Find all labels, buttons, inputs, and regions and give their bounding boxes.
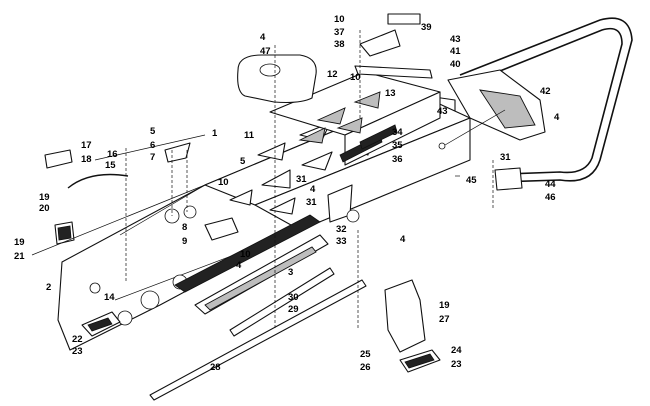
callout-10: 10	[218, 177, 229, 188]
center-brackets	[164, 142, 360, 241]
callout-4: 4	[310, 184, 316, 195]
callout-8: 8	[182, 222, 187, 233]
callout-39: 39	[421, 22, 432, 33]
callout-19: 19	[39, 192, 50, 203]
callout-5: 5	[150, 126, 156, 137]
callout-46: 46	[545, 192, 556, 203]
callout-18: 18	[81, 154, 92, 165]
callout-30: 30	[288, 292, 299, 303]
rear-bumper-loop	[459, 17, 633, 191]
callout-5: 5	[240, 156, 246, 167]
callout-23: 23	[451, 359, 462, 370]
callout-10: 10	[334, 14, 345, 25]
callout-14: 14	[104, 292, 115, 303]
callout-32: 32	[336, 224, 347, 235]
callout-11: 11	[244, 130, 255, 141]
callout-47: 47	[260, 46, 271, 57]
callout-7: 7	[150, 152, 155, 163]
callout-labels: 1 2 3 4 4 4 4 4 5 5 6 7 8 9 10 10 10 10 …	[14, 14, 560, 373]
callout-26: 26	[360, 362, 371, 373]
callout-42: 42	[540, 86, 551, 97]
callout-24: 24	[451, 345, 462, 356]
callout-23: 23	[72, 346, 83, 357]
callout-29: 29	[288, 304, 299, 315]
callout-22: 22	[72, 334, 83, 345]
callout-13: 13	[385, 88, 396, 99]
slide-rails	[149, 214, 367, 401]
left-footrest	[81, 311, 121, 337]
callout-6: 6	[150, 140, 155, 151]
callout-19: 19	[439, 300, 450, 311]
callout-4: 4	[260, 32, 266, 43]
callout-31: 31	[306, 197, 317, 208]
callout-31: 31	[296, 174, 307, 185]
callout-43: 43	[450, 34, 461, 45]
callout-21: 21	[14, 251, 25, 262]
callout-10: 10	[350, 72, 361, 83]
callout-36: 36	[392, 154, 403, 165]
right-footrest	[384, 279, 441, 373]
left-bracket-handle	[44, 149, 129, 245]
callout-2: 2	[46, 282, 51, 293]
callout-43: 43	[437, 106, 448, 117]
callout-25: 25	[360, 349, 371, 360]
callout-20: 20	[39, 203, 50, 214]
callout-1: 1	[212, 128, 218, 139]
callout-16: 16	[107, 149, 118, 160]
callout-4: 4	[554, 112, 560, 123]
callout-35: 35	[392, 140, 403, 151]
callout-19: 19	[14, 237, 25, 248]
callout-4: 4	[236, 260, 242, 271]
rear-frame-bracket	[354, 13, 433, 79]
seat-pad	[237, 54, 317, 104]
callout-31: 31	[500, 152, 511, 163]
callout-10: 10	[240, 249, 251, 260]
callout-40: 40	[450, 59, 461, 70]
callout-45: 45	[466, 175, 477, 186]
taillight-housing	[438, 69, 546, 150]
rear-rack	[269, 71, 441, 166]
leader-lines	[31, 30, 494, 330]
callout-41: 41	[450, 46, 461, 57]
callout-37: 37	[334, 27, 345, 38]
callout-12: 12	[327, 69, 338, 80]
callout-3: 3	[288, 267, 293, 278]
callout-34: 34	[392, 127, 403, 138]
callout-27: 27	[439, 314, 450, 325]
callout-33: 33	[336, 236, 347, 247]
callout-9: 9	[182, 236, 187, 247]
callout-15: 15	[105, 160, 116, 171]
callout-4: 4	[400, 234, 406, 245]
callout-28: 28	[210, 362, 221, 373]
callout-44: 44	[545, 179, 556, 190]
callout-38: 38	[334, 39, 345, 50]
callout-17: 17	[81, 140, 92, 151]
